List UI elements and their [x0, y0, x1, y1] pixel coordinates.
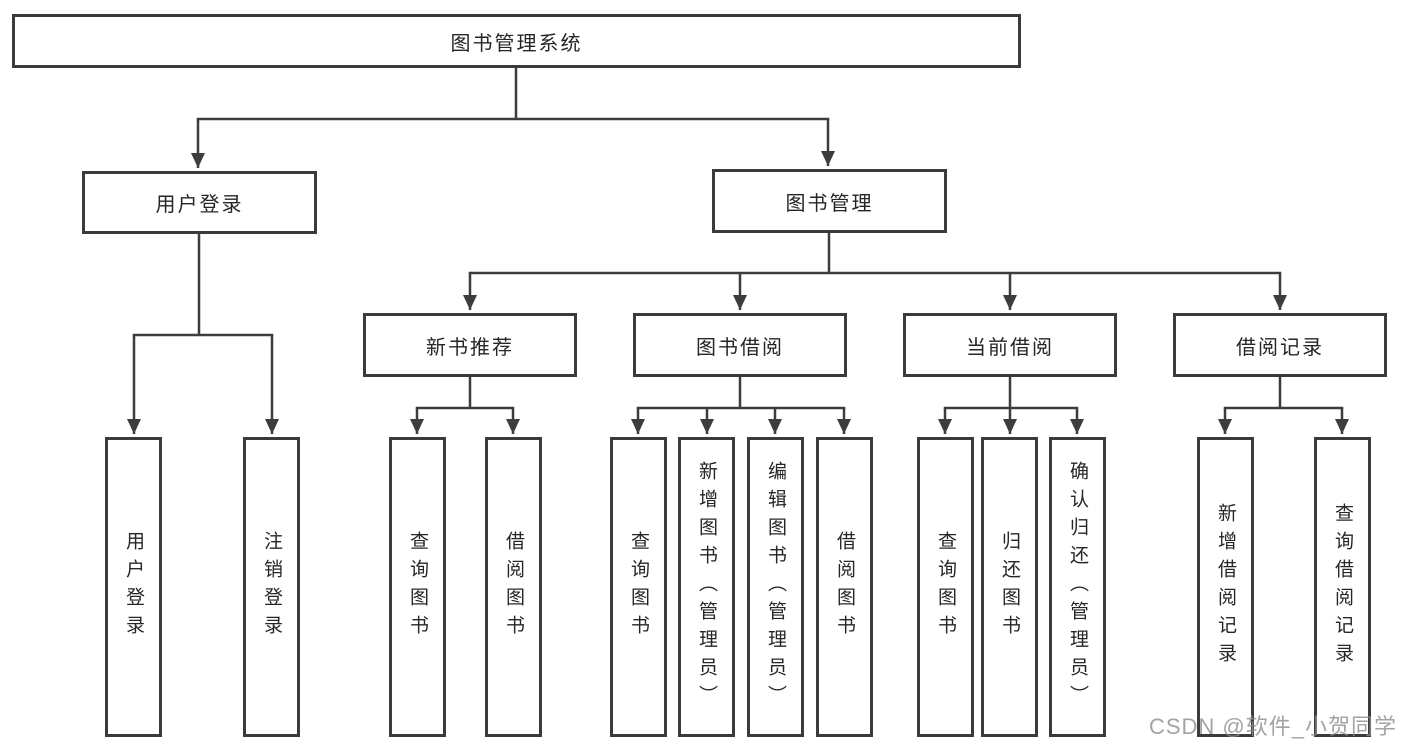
leaf-borrow-borrow-book: 借阅图书 — [816, 437, 873, 737]
leaf-current-confirm-return-admin: 确认归还（管理员） — [1049, 437, 1106, 737]
leaf-borrow-query-book: 查询图书 — [610, 437, 667, 737]
leaf-borrow-add-book-admin-label: 新增图书（管理员） — [696, 461, 717, 713]
leaf-current-query-book: 查询图书 — [917, 437, 974, 737]
leaf-records-add-record: 新增借阅记录 — [1197, 437, 1254, 737]
leaf-records-query-record: 查询借阅记录 — [1314, 437, 1371, 737]
csdn-watermark: CSDN @软件_小贺同学 — [1148, 714, 1397, 739]
node-user-login: 用户登录 — [82, 171, 317, 234]
leaf-current-query-book-label: 查询图书 — [935, 531, 956, 643]
leaf-current-confirm-return-admin-label: 确认归还（管理员） — [1067, 461, 1088, 713]
node-book-borrow: 图书借阅 — [633, 313, 847, 377]
leaf-recommend-query-book: 查询图书 — [389, 437, 446, 737]
leaf-recommend-query-book-label: 查询图书 — [407, 531, 428, 643]
leaf-records-add-record-label: 新增借阅记录 — [1215, 503, 1236, 671]
leaf-logout-login-label: 注销登录 — [261, 531, 282, 643]
leaf-borrow-query-book-label: 查询图书 — [628, 531, 649, 643]
leaf-borrow-edit-book-admin-label: 编辑图书（管理员） — [765, 461, 786, 713]
node-current-borrow: 当前借阅 — [903, 313, 1117, 377]
leaf-current-return-book-label: 归还图书 — [999, 531, 1020, 643]
node-new-book-recommend: 新书推荐 — [363, 313, 577, 377]
leaf-logout-login: 注销登录 — [243, 437, 300, 737]
leaf-user-login-label: 用户登录 — [123, 531, 144, 643]
leaf-current-return-book: 归还图书 — [981, 437, 1038, 737]
leaf-recommend-borrow-book: 借阅图书 — [485, 437, 542, 737]
node-library-management-system: 图书管理系统 — [12, 14, 1021, 68]
node-book-management: 图书管理 — [712, 169, 947, 233]
leaf-borrow-edit-book-admin: 编辑图书（管理员） — [747, 437, 804, 737]
leaf-recommend-borrow-book-label: 借阅图书 — [503, 531, 524, 643]
leaf-user-login: 用户登录 — [105, 437, 162, 737]
node-borrow-records: 借阅记录 — [1173, 313, 1387, 377]
leaf-borrow-borrow-book-label: 借阅图书 — [834, 531, 855, 643]
leaf-records-query-record-label: 查询借阅记录 — [1332, 503, 1353, 671]
leaf-borrow-add-book-admin: 新增图书（管理员） — [678, 437, 735, 737]
